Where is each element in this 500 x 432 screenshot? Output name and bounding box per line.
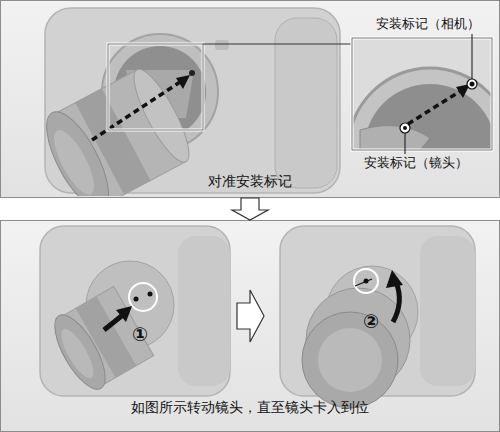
camera-grip: [178, 236, 230, 386]
inset-frame-edge: [352, 38, 492, 150]
lens-cap-center: [318, 328, 382, 392]
lens-mark: [403, 126, 407, 130]
step-arrow: [237, 290, 264, 342]
camera-mark-ring: [467, 79, 477, 89]
zoom-frame-edge: [108, 44, 203, 130]
lens-ring: [75, 89, 150, 195]
leader-line: [405, 133, 406, 154]
panel-caption: 对准安装标记: [1, 173, 499, 190]
camera-body: [45, 8, 340, 193]
inset-opening: [364, 84, 492, 150]
inset-bg: [352, 38, 492, 150]
callout-number: ②: [363, 311, 379, 331]
mirror: [126, 70, 194, 118]
lens-mark-ring: [400, 123, 410, 133]
lens-barrel: [53, 70, 186, 196]
part-label: 安装标记（镜头）: [364, 155, 468, 171]
lens-ring: [76, 296, 137, 377]
camera-bottom-right: [280, 226, 475, 408]
camera-body: [40, 226, 230, 396]
lens-cap-center: [56, 325, 100, 382]
push-arrow: [104, 314, 124, 330]
camera-grip: [420, 236, 475, 386]
mark-highlight: [129, 283, 157, 311]
lens-mark: [364, 279, 369, 284]
camera-body: [280, 226, 475, 396]
camera-bottom-left: [40, 226, 230, 396]
zoom-inset: [348, 34, 500, 232]
push-arrow-head: [116, 306, 132, 322]
inset-arrow-head: [456, 84, 470, 98]
lens-mount: [326, 266, 418, 358]
camera-mark: [148, 292, 153, 297]
align-arrow: [92, 82, 180, 140]
lens-cap: [35, 103, 121, 196]
lens-barrel: [60, 286, 154, 386]
camera-mark: [470, 82, 475, 87]
mark-line: [355, 279, 372, 286]
inset-mount: [352, 68, 492, 150]
zoom-frame: [108, 44, 203, 130]
callout-number: ①: [132, 324, 148, 344]
lens: [45, 285, 155, 397]
camera-grip: [275, 18, 337, 188]
camera-button: [215, 40, 229, 50]
turn-arrow: [393, 282, 399, 322]
step-connector: [232, 198, 268, 220]
lens-cap: [302, 312, 398, 408]
mount-mark: [189, 70, 195, 76]
leader-line: [472, 34, 473, 79]
camera-top: [35, 8, 340, 196]
mark-highlight: [354, 269, 378, 293]
lens: [35, 61, 200, 196]
zoom-leader: [203, 44, 352, 45]
lens-mount: [102, 34, 218, 150]
lens-mount: [86, 261, 174, 349]
lens-barrel: [306, 288, 410, 392]
lens-cap-center: [47, 125, 102, 196]
lens-cap: [45, 308, 115, 397]
inset-frame: [352, 38, 492, 150]
panel-caption: 如图所示转动镜头，直至镜头卡入到位: [1, 399, 499, 416]
mount-opening: [114, 46, 206, 138]
inset-arrow: [408, 90, 462, 124]
part-label: 安装标记（相机）: [376, 16, 480, 32]
lens-rear: [125, 63, 199, 168]
panel: 如图所示转动镜头，直至镜头卡入到位: [0, 220, 500, 432]
inset-lens: [360, 126, 430, 151]
lens-mark: [134, 297, 139, 302]
turn-arrow-head: [386, 270, 403, 288]
align-arrow-head: [176, 75, 190, 89]
